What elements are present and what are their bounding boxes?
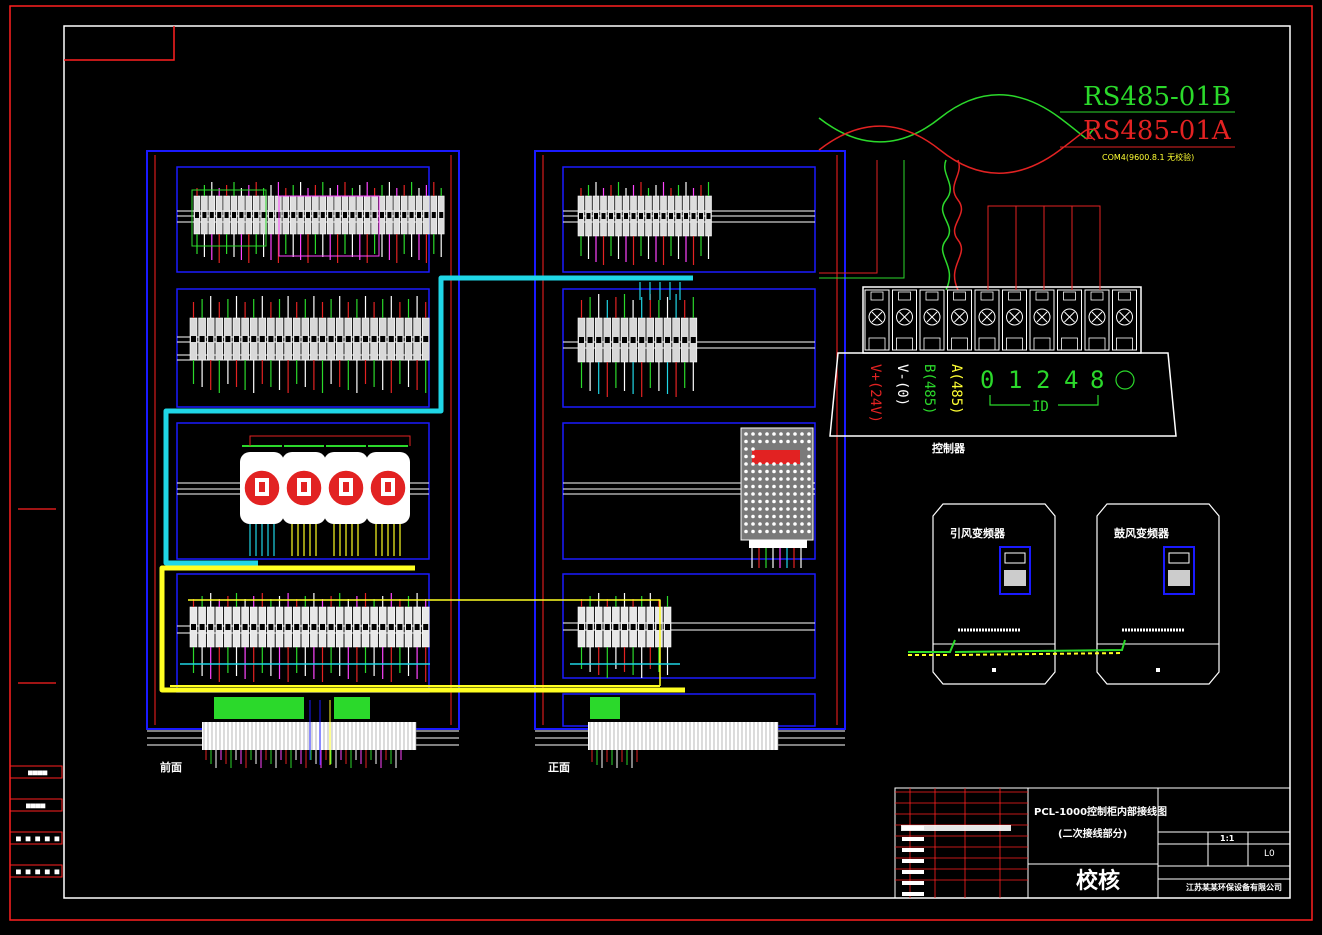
contactor-row <box>240 435 411 556</box>
title-block <box>894 787 1291 899</box>
terminal-screws <box>864 289 1137 351</box>
controller-terminal-block <box>829 286 1177 437</box>
right-panel-label: 正面 <box>548 761 570 774</box>
svg-text:■■■■: ■■■■ <box>28 768 47 777</box>
id-dip-wires <box>987 205 1101 290</box>
terminal-strip-left <box>202 697 417 768</box>
id-bracket <box>989 395 1099 406</box>
revision-grid <box>895 788 1028 898</box>
vfd-left <box>932 503 1056 685</box>
terminal-label-vplus: V+(24V) <box>867 364 883 424</box>
id-digit-8: 8 <box>1090 366 1105 394</box>
drawing-subtitle: (二次接线部分) <box>1058 829 1128 840</box>
breaker-row-right <box>577 593 672 678</box>
left-panel-label: 前面 <box>160 761 182 774</box>
terminal-strip-right <box>588 697 779 768</box>
id-label: ID <box>1032 399 1049 415</box>
vfd-left-label: 引风变频器 <box>950 527 1005 540</box>
right-cabinet <box>534 150 846 746</box>
power-supply-wires <box>751 548 802 568</box>
twisted-pair <box>941 159 963 291</box>
outer-frame <box>9 5 1313 921</box>
company-name: 江苏某某环保设备有限公司 <box>1186 883 1282 892</box>
id-digit-0: 0 <box>980 366 995 394</box>
inner-border <box>63 25 1291 899</box>
corner-tab <box>64 26 175 61</box>
breaker-row-left <box>189 593 430 682</box>
id-digit-4: 4 <box>1064 366 1079 394</box>
vfd-link-cable <box>908 639 1126 656</box>
power-supply-vents <box>744 432 811 534</box>
cyan-bus <box>163 275 693 566</box>
drawing-title: PCL-1000控制柜内部接线图 <box>1034 807 1168 818</box>
terminal-label-vminus: V-(0) <box>894 364 910 407</box>
left-sidebar-blocks <box>9 765 63 878</box>
power-supply <box>740 427 814 541</box>
rs485-waves <box>818 94 1235 174</box>
com-note: COM4(9600.8.1 无校验) <box>1102 153 1195 162</box>
scale-value: 1:1 <box>1220 834 1235 843</box>
rs485-b-label: RS485-01B <box>1083 82 1231 112</box>
terminal-label-a485: A(485) <box>948 364 964 415</box>
vfd-right-label: 鼓风变频器 <box>1114 527 1169 540</box>
svg-text:■ ■ ■ ■ ■: ■ ■ ■ ■ ■ <box>16 834 60 843</box>
plc-module-row <box>191 182 445 263</box>
check-stamp: 校核 <box>1076 868 1121 894</box>
svg-text:■■■■: ■■■■ <box>26 801 45 810</box>
sheet-code: L0 <box>1264 849 1275 859</box>
terminal-label-b485: B(485) <box>921 364 937 415</box>
rs485-a-label: RS485-01A <box>1083 116 1231 146</box>
relay-row-right <box>577 282 698 397</box>
yellow-bus <box>159 565 685 693</box>
vfd-right <box>1096 503 1220 685</box>
module-row-right <box>577 182 712 265</box>
id-digit-1: 1 <box>1008 366 1023 394</box>
relay-row-left <box>189 296 430 393</box>
id-digit-2: 2 <box>1036 366 1051 394</box>
svg-text:■ ■ ■ ■ ■: ■ ■ ■ ■ ■ <box>16 867 60 876</box>
controller-label: 控制器 <box>932 442 965 455</box>
